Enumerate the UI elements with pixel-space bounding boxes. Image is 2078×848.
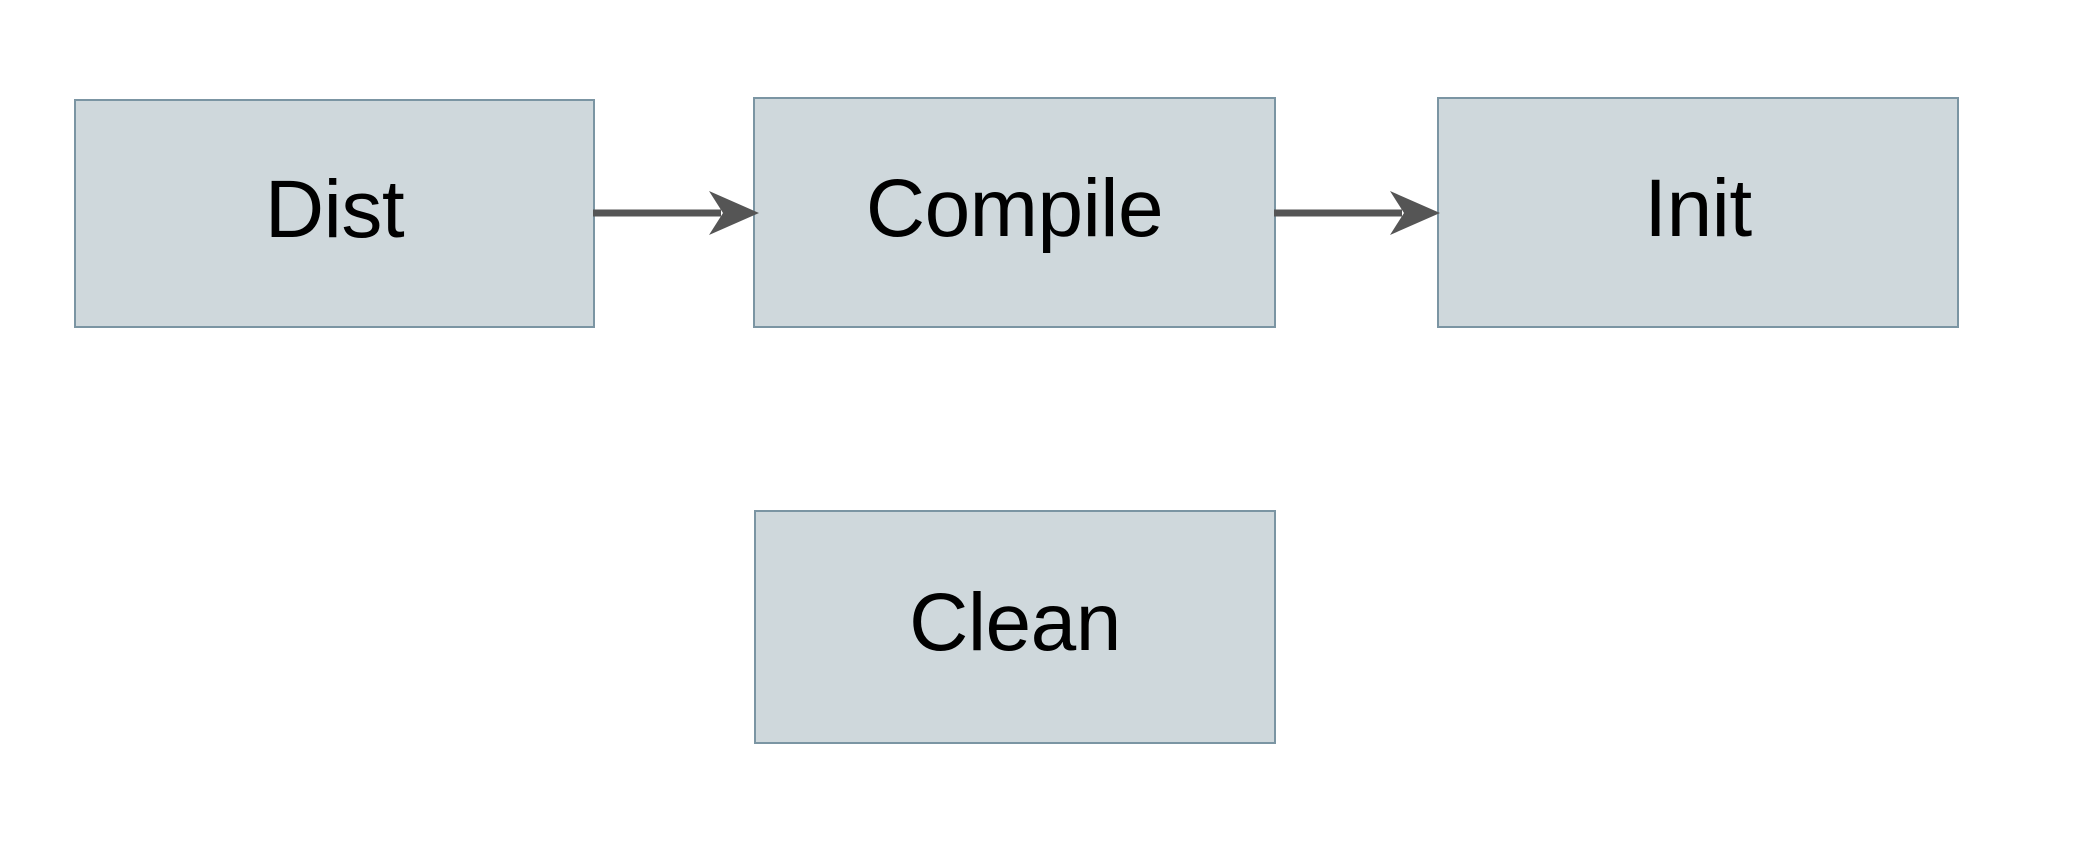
barbed-arrow-icon [1390, 191, 1440, 235]
node-clean[interactable]: Clean [754, 510, 1276, 744]
node-dist-label: Dist [264, 163, 405, 255]
node-init-label: Init [1644, 162, 1752, 254]
edge-compile-to-init[interactable] [1274, 189, 1440, 237]
node-dist[interactable]: Dist [74, 99, 595, 328]
node-init[interactable]: Init [1437, 97, 1959, 328]
barbed-arrow-icon [709, 191, 759, 235]
edge-dist-to-compile[interactable] [593, 189, 759, 237]
node-clean-label: Clean [909, 577, 1121, 668]
node-compile-label: Compile [865, 162, 1164, 254]
node-compile[interactable]: Compile [753, 97, 1276, 328]
